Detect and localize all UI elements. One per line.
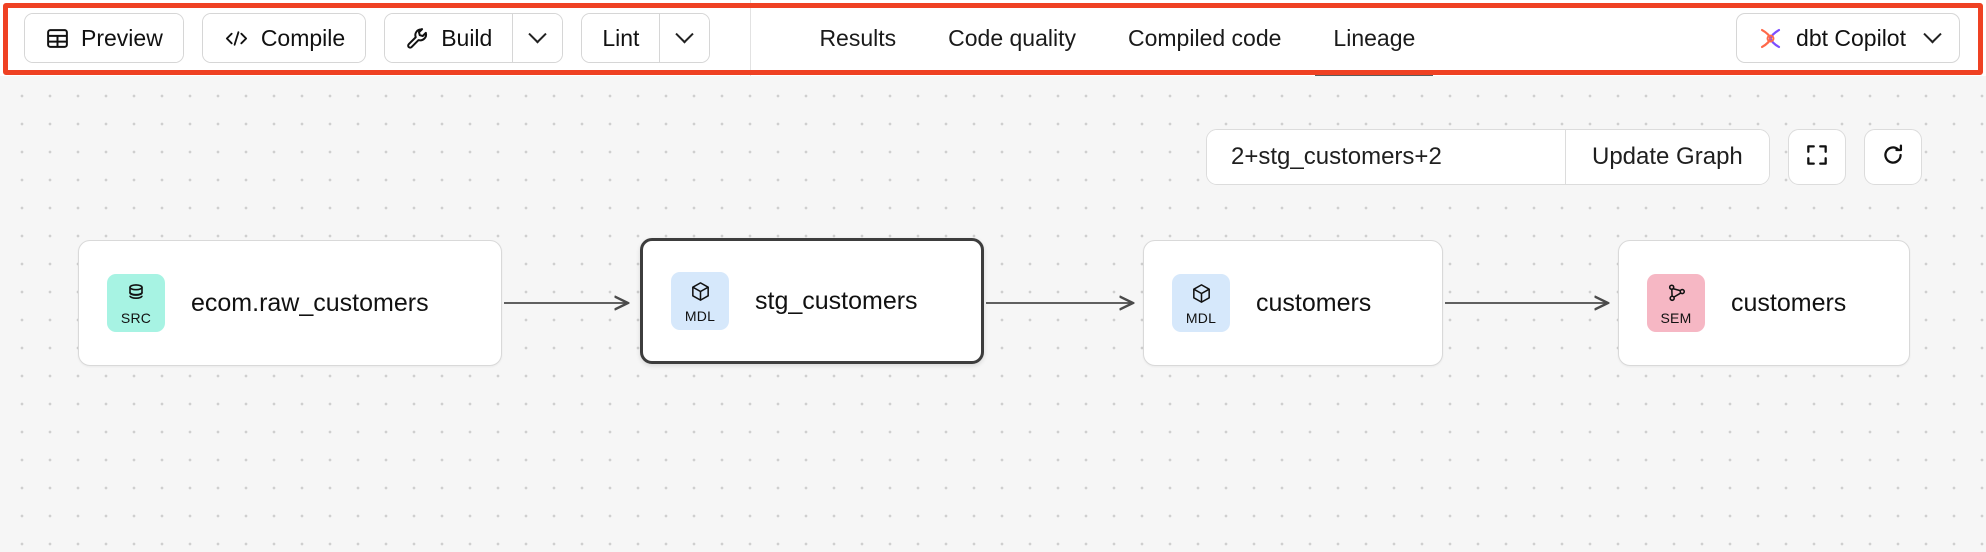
preview-button-label: Preview (81, 24, 163, 51)
lineage-node-source[interactable]: SRC ecom.raw_customers (78, 240, 502, 366)
badge-mdl-label: MDL (684, 307, 716, 324)
refresh-icon (1880, 142, 1906, 173)
table-grid-icon (45, 26, 70, 51)
chevron-down-icon (528, 24, 548, 43)
lint-button[interactable]: Lint (582, 14, 660, 62)
tab-code-quality[interactable]: Code quality (922, 0, 1102, 76)
badge-src: SRC (107, 274, 165, 332)
lineage-node-stg-customers[interactable]: MDL stg_customers (640, 238, 984, 364)
graph-nodes-icon (1665, 282, 1688, 310)
lineage-node-source-label: ecom.raw_customers (191, 288, 429, 317)
tab-lineage-label: Lineage (1333, 24, 1416, 51)
dbt-copilot-label: dbt Copilot (1796, 24, 1906, 51)
lineage-node-customers-semantic[interactable]: SEM customers (1618, 240, 1910, 366)
preview-button[interactable]: Preview (24, 13, 184, 63)
tab-compiled-code[interactable]: Compiled code (1102, 0, 1307, 76)
update-graph-button[interactable]: Update Graph (1565, 130, 1769, 184)
fit-view-icon (1804, 142, 1830, 173)
lint-button-group[interactable]: Lint (581, 13, 711, 63)
build-button-label: Build (441, 24, 493, 51)
tab-lineage[interactable]: Lineage (1307, 0, 1441, 76)
result-pane-tabs: Results Code quality Compiled code Linea… (750, 0, 1441, 76)
badge-mdl: MDL (1172, 274, 1230, 332)
dbt-copilot-button[interactable]: dbt Copilot (1736, 13, 1960, 63)
badge-sem-label: SEM (1660, 309, 1692, 326)
build-dropdown-toggle[interactable] (512, 14, 563, 62)
dbt-selector-group[interactable]: Update Graph (1206, 129, 1770, 185)
cube-icon (1190, 282, 1213, 310)
build-button[interactable]: Build (385, 14, 513, 62)
badge-mdl-label: MDL (1185, 309, 1217, 326)
lineage-node-customers-model-label: customers (1256, 288, 1372, 317)
top-toolbar: Preview Compile (0, 0, 1986, 76)
lineage-controls: Update Graph (1206, 129, 1922, 185)
database-icon (124, 281, 148, 310)
badge-mdl: MDL (671, 272, 729, 330)
dbt-selector-input[interactable] (1207, 130, 1565, 184)
tab-compiled-code-label: Compiled code (1128, 24, 1282, 51)
wrench-icon (405, 26, 430, 51)
lint-dropdown-toggle[interactable] (659, 14, 710, 62)
lint-button-label: Lint (602, 24, 640, 51)
badge-src-label: SRC (120, 310, 152, 326)
lineage-node-stg-customers-label: stg_customers (755, 286, 918, 315)
cube-icon (689, 280, 712, 308)
lineage-node-customers-semantic-label: customers (1731, 288, 1847, 317)
compile-button[interactable]: Compile (201, 13, 367, 63)
tab-results[interactable]: Results (793, 0, 922, 76)
refresh-graph-button[interactable] (1863, 129, 1922, 185)
lineage-node-customers-model[interactable]: MDL customers (1143, 240, 1443, 366)
fit-view-button[interactable] (1787, 129, 1846, 185)
tab-code-quality-label: Code quality (948, 24, 1076, 51)
preview-button-main[interactable]: Preview (25, 14, 183, 62)
chevron-down-icon (1923, 24, 1942, 43)
tab-results-label: Results (819, 24, 897, 51)
dbt-copilot-icon (1757, 25, 1784, 52)
code-brackets-icon (223, 26, 250, 51)
badge-sem: SEM (1647, 274, 1705, 332)
lineage-graph-canvas[interactable]: Update Graph (0, 76, 1986, 552)
compile-button-main[interactable]: Compile (202, 14, 366, 62)
compile-button-label: Compile (260, 24, 346, 51)
build-button-group[interactable]: Build (384, 13, 564, 63)
chevron-down-icon (675, 24, 695, 43)
